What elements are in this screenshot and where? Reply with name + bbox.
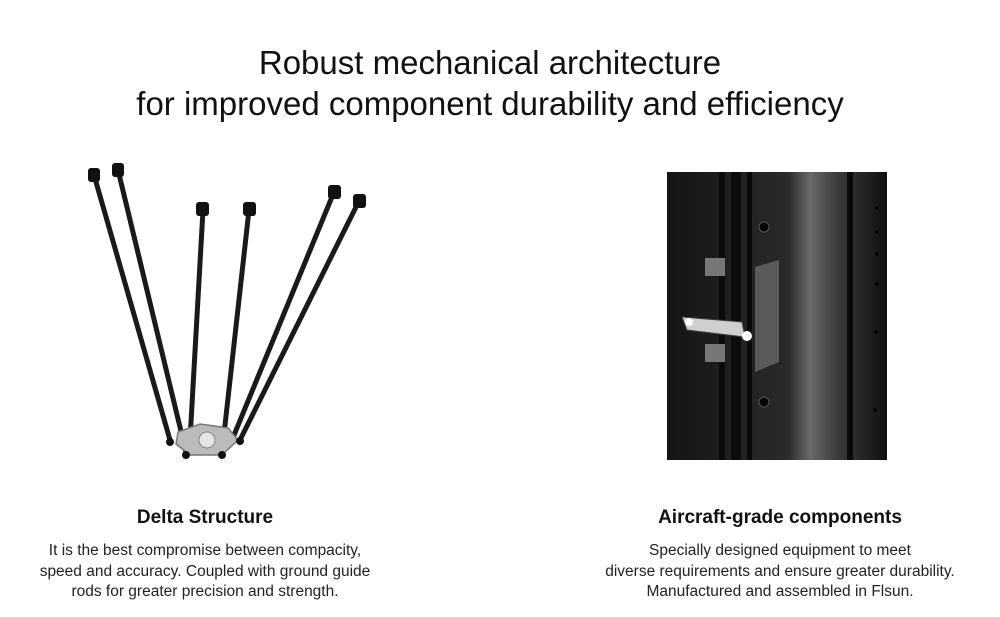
feature-description-line: speed and accuracy. Coupled with ground … bbox=[39, 562, 371, 580]
feature-description-line: rods for greater precision and strength. bbox=[71, 583, 339, 600]
feature-description-line: Manufactured and assembled in Flsun. bbox=[646, 583, 914, 600]
page-title: Robust mechanical architecture for impro… bbox=[0, 42, 980, 124]
aircraft-grade-rail-image bbox=[667, 172, 887, 460]
delta-rods-image bbox=[88, 163, 366, 459]
feature-description-line: Specially designed equipment to meet bbox=[649, 542, 911, 559]
feature-aircraft-grade: Aircraft-grade components Specially desi… bbox=[560, 505, 1000, 603]
feature-heading: Delta Structure bbox=[136, 507, 274, 528]
feature-description-line: diverse requirements and ensure greater … bbox=[605, 562, 955, 580]
title-line-2: for improved component durability and ef… bbox=[136, 85, 844, 122]
feature-delta-structure: Delta Structure It is the best compromis… bbox=[0, 505, 410, 603]
feature-description-line: It is the best compromise between compac… bbox=[48, 542, 362, 559]
title-line-1: Robust mechanical architecture bbox=[258, 44, 722, 81]
feature-heading: Aircraft-grade components bbox=[658, 507, 902, 528]
